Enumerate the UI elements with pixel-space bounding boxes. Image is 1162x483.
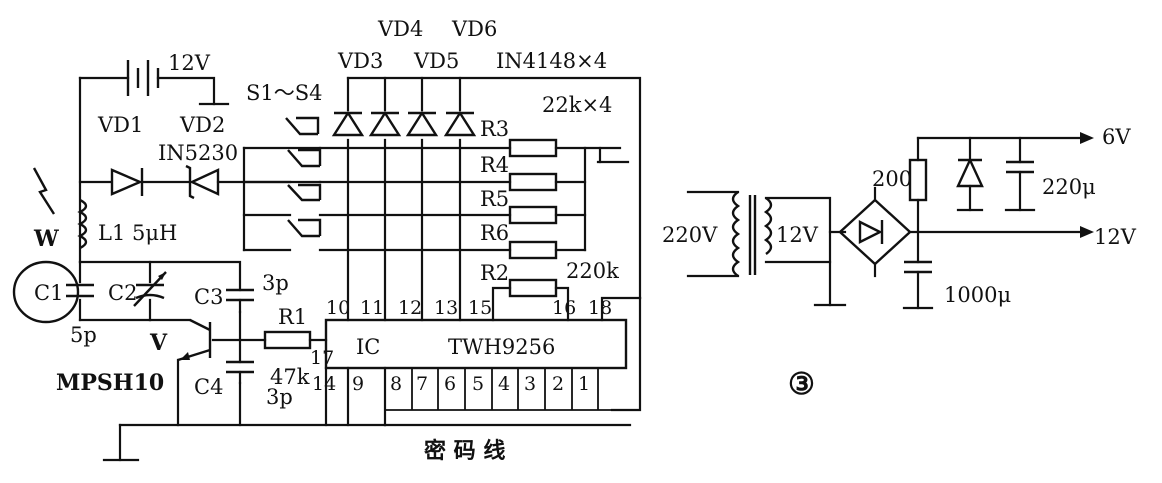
pin-4: 4 [498,373,510,395]
battery-voltage-label: 12V [168,51,211,75]
r3-label: R3 [480,117,509,141]
battery-symbol [126,60,230,106]
c1-label: C1 [34,281,63,305]
cap-1000u-label: 1000μ [944,283,1011,307]
main-circuit-wiring [78,76,642,462]
figure-number: ③ [788,367,815,402]
vd3-label: VD3 [337,49,383,73]
secondary-voltage-label: 12V [776,223,819,247]
pin-9: 9 [352,373,364,395]
r1-value-label: 47k [270,365,310,389]
pin-16: 16 [552,297,576,319]
vd1-label: VD1 [97,113,143,137]
vd4-label: VD4 [377,17,423,41]
ic-package [324,318,628,370]
resistor-200-label: 200 [872,167,912,191]
r1-label: R1 [278,305,307,329]
power-supply-wiring [686,132,1094,310]
pin-15: 15 [468,297,492,319]
ic-part-label: TWH9256 [448,335,555,359]
ac-input-label: 220V [662,223,718,247]
vd6-label: VD6 [451,17,497,41]
c4-value-label: 3p [266,385,293,409]
pin-8: 8 [390,373,402,395]
r2-label: R2 [480,261,509,285]
pin-5: 5 [472,373,484,395]
diode-type-label: IN4148×4 [496,49,607,73]
output-12v-label: 12V [1094,225,1137,249]
pin-18: 18 [588,297,612,319]
diode-array [331,110,477,137]
c1-value-label: 5p [70,323,97,347]
r6-label: R6 [480,221,509,245]
output-6v-label: 6V [1102,125,1131,149]
pin-6: 6 [444,373,456,395]
r5-label: R5 [480,187,509,211]
c3-value-label: 3p [262,271,289,295]
pin-11: 11 [360,297,384,319]
pin-14: 14 [312,373,336,395]
pin-13: 13 [434,297,458,319]
pin-12: 12 [398,297,422,319]
transistor-label: V [149,330,168,356]
pin-1: 1 [578,373,590,395]
c4-label: C4 [194,375,223,399]
pin-17: 17 [310,347,334,369]
transistor-type-label: MPSH10 [56,370,164,396]
zener-label: IN5230 [158,141,238,165]
resistors [263,138,558,350]
vd1-zener-diodes [110,164,220,200]
rf-front-end [12,167,167,324]
switches [285,116,322,238]
c2-label: C2 [108,281,137,305]
pin-3: 3 [524,373,536,395]
r4-label: R4 [480,153,509,177]
oscillator-stage [177,288,254,385]
antenna-label: W [33,226,59,252]
inductor-label: L1 5μH [98,221,177,245]
ic-bottom-pins: 14 9 8 7 6 5 4 3 2 1 [312,373,590,395]
cap-220u-label: 220μ [1042,175,1096,199]
ic-top-pins: 10 11 12 13 15 16 18 17 [310,297,612,369]
r2-value-label: 220k [566,259,619,283]
vd2-label: VD2 [179,113,225,137]
c3-label: C3 [194,285,223,309]
ic-label: IC [356,335,380,359]
vd5-label: VD5 [413,49,459,73]
resistor-array-label: 22k×4 [542,93,612,117]
pin-10: 10 [326,297,350,319]
pin-7: 7 [416,373,428,395]
code-line-label: 密 码 线 [424,438,505,464]
pin-2: 2 [552,373,564,395]
switches-label: S1～S4 [246,81,323,105]
